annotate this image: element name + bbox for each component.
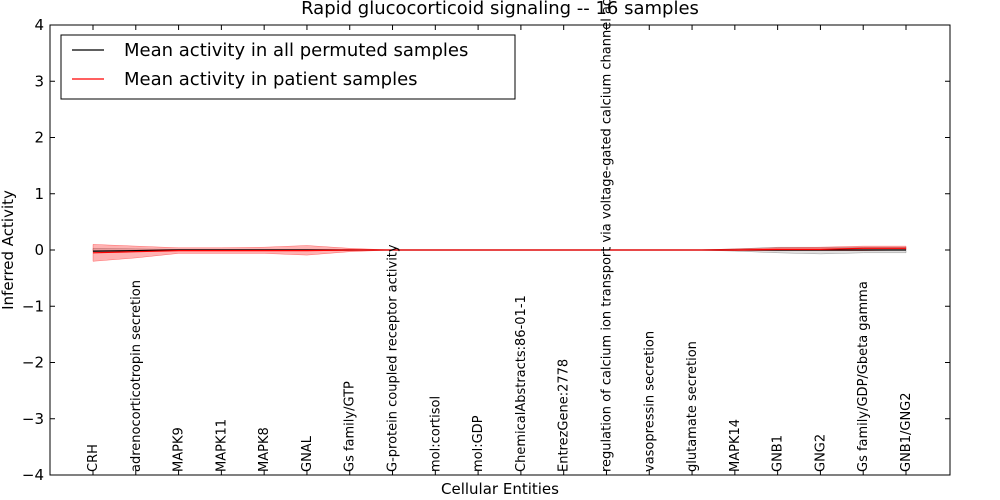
chart-title: Rapid glucocorticoid signaling -- 16 sam… — [301, 0, 699, 19]
y-tick-label: 3 — [34, 72, 44, 90]
x-tick-label: MAPK8 — [257, 427, 272, 472]
x-tick-label: MAPK9 — [172, 427, 187, 472]
x-tick-label: Gs family/GDP/Gbeta gamma — [856, 281, 871, 472]
x-tick-label: MAPK14 — [728, 419, 743, 472]
x-tick-label: GNB1/GNG2 — [899, 392, 914, 472]
x-tick-label: mol:cortisol — [428, 396, 443, 472]
y-tick-label: 2 — [34, 129, 44, 147]
x-tick-label: vasopressin secretion — [642, 331, 657, 472]
y-tick-label: −2 — [22, 354, 44, 372]
x-axis-label: Cellular Entities — [441, 480, 559, 498]
x-tick-label: MAPK11 — [214, 419, 229, 472]
x-tick-label: GNB1 — [771, 435, 786, 472]
series-line-1 — [92, 247, 906, 254]
x-tick-label: mol:GDP — [471, 415, 486, 472]
y-tick-label: −3 — [22, 410, 44, 428]
x-tick-label: glutamate secretion — [685, 341, 700, 472]
y-axis-label: Inferred Activity — [0, 190, 17, 310]
plot-area: 4 3 2 1 0 −1 −2 −3 −4 CRH adrenocorticotropin secr… — [22, 0, 951, 484]
y-tick-label: 0 — [34, 241, 44, 259]
x-tick-label: CRH — [86, 444, 101, 472]
y-tick-label: 1 — [34, 185, 44, 203]
x-tick-label: ChemicalAbstracts:86-01-1 — [514, 295, 529, 472]
x-tick-label: GNAL — [300, 435, 315, 472]
legend-label: Mean activity in all permuted samples — [124, 40, 468, 61]
x-tick-label: Gs family/GTP — [343, 381, 358, 472]
legend-label: Mean activity in patient samples — [124, 69, 418, 90]
x-tick-label: adrenocorticotropin secretion — [129, 280, 144, 472]
x-tick-label: G-protein coupled receptor activity — [386, 244, 401, 472]
legend-box — [60, 34, 516, 100]
y-tick-label: −4 — [22, 466, 44, 484]
y-tick-label: 4 — [34, 16, 44, 34]
x-tick-label: regulation of calcium ion transport via … — [600, 0, 615, 472]
y-tick-label: −1 — [22, 297, 44, 315]
x-tick-label: GNG2 — [813, 434, 828, 472]
x-tick-label: EntrezGene:2778 — [557, 359, 572, 472]
